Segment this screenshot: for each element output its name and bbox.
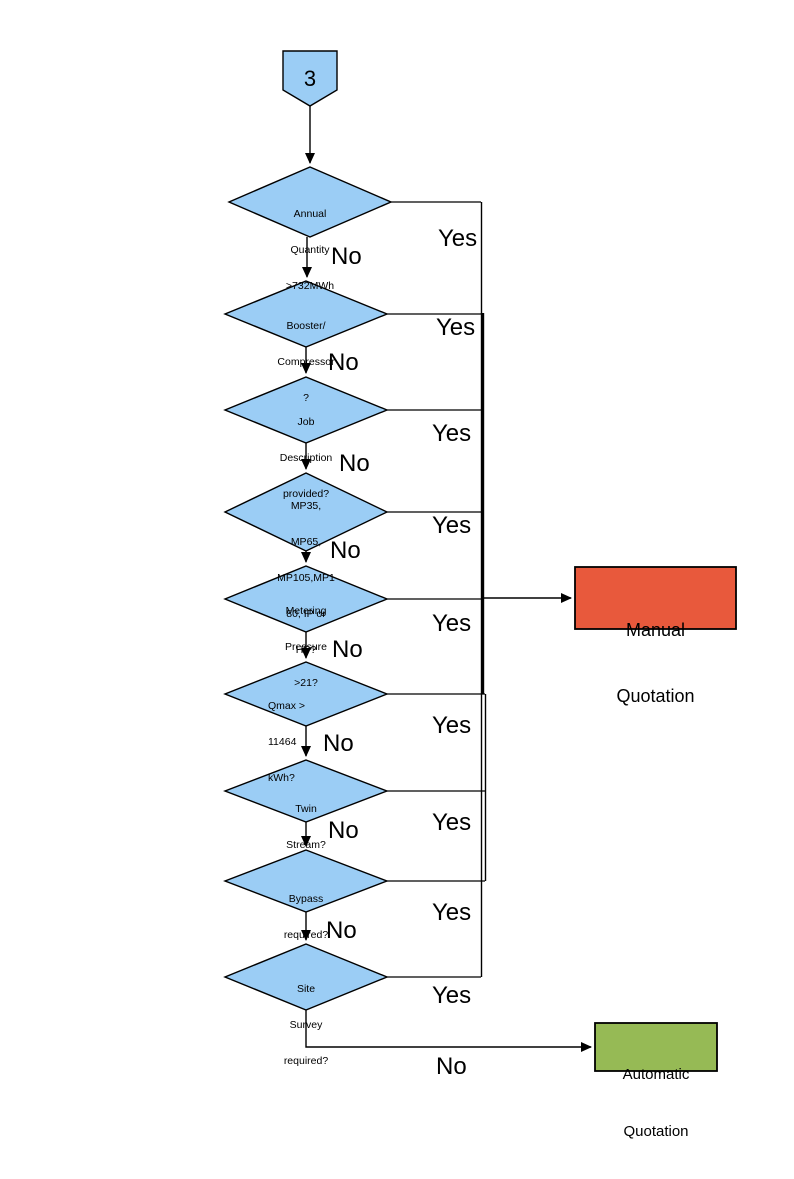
- decision-line: Qmax >: [268, 700, 306, 712]
- manual-quotation-shape: [574, 566, 737, 630]
- decision-bypass-label: Bypass required?: [226, 869, 386, 965]
- decision-twin-stream-label: Twin Stream?: [226, 779, 386, 875]
- decision-line: HP?: [295, 644, 317, 656]
- decision-line: Metering: [285, 605, 327, 617]
- edge-label-no-metertype: No: [330, 537, 361, 564]
- edge-label-yes-jobdesc: Yes: [432, 420, 472, 447]
- decision-line: provided?: [282, 488, 330, 500]
- edge-sitesurvey-no: [305, 1010, 592, 1052]
- decision-line: required?: [283, 1055, 329, 1067]
- edge-label-no-booster: No: [328, 349, 359, 376]
- manual-quotation-label: Manual Quotation: [575, 575, 736, 751]
- terminal-line: Automatic: [622, 1066, 690, 1083]
- terminal-line: Manual: [625, 620, 686, 640]
- edge-label-no-jobdesc: No: [339, 450, 370, 477]
- decision-line: Bypass: [288, 893, 324, 905]
- edge-label-no-qmax: No: [323, 730, 354, 757]
- edge-label-yes-twinstream: Yes: [432, 809, 472, 836]
- decision-line: Job: [297, 416, 315, 428]
- edge-label-no-annual: No: [331, 243, 362, 270]
- decision-job-description-label: Job Description provided?: [226, 392, 386, 524]
- edge-label-yes-qmax: Yes: [432, 712, 472, 739]
- decision-line: kWh?: [268, 772, 295, 784]
- decision-line: 80, IP or: [286, 608, 326, 620]
- decision-annual-quantity-label: Annual Quantity >732MWh: [230, 184, 390, 316]
- decision-line: Survey: [289, 1019, 323, 1031]
- decision-line: Booster/: [286, 320, 326, 332]
- decision-booster-compressor-label: Booster/ Compressor ?: [226, 296, 386, 428]
- edge-label-no-bypass: No: [326, 917, 357, 944]
- decision-line: Quantity: [290, 244, 330, 256]
- terminal-line: Quotation: [616, 686, 695, 706]
- decision-line: MP35,: [290, 500, 322, 512]
- decision-meter-type-label: MP35, MP65, MP105,MP1 80, IP or HP?: [226, 476, 386, 680]
- connector-3-shape: [282, 50, 338, 107]
- edge-label-yes-pressure: Yes: [432, 610, 472, 637]
- edge-label-yes-bypass: Yes: [432, 899, 472, 926]
- decision-line: >21?: [294, 677, 318, 689]
- decision-line: 11464: [268, 736, 297, 748]
- automatic-quotation-shape: [594, 1022, 718, 1072]
- decision-line: required?: [283, 929, 329, 941]
- decision-line: Stream?: [286, 839, 326, 851]
- decision-metering-pressure-label: Metering Pressure >21?: [226, 581, 386, 713]
- decision-line: Annual: [293, 208, 327, 220]
- decision-line: ?: [303, 392, 309, 404]
- decision-line: Compressor: [277, 356, 335, 368]
- edge-label-yes-metertype: Yes: [432, 512, 472, 539]
- decision-line: Pressure: [284, 641, 327, 653]
- decision-line: Site: [296, 983, 316, 995]
- decision-site-survey-label: Site Survey required?: [226, 959, 386, 1091]
- edge-label-no-sitesurvey: No: [436, 1053, 467, 1080]
- decision-line: Description: [279, 452, 333, 464]
- decision-annual-quantity-shape: [227, 166, 393, 238]
- decision-line: MP65,: [290, 536, 322, 548]
- edge-label-no-pressure: No: [332, 636, 363, 663]
- edge-label-no-twinstream: No: [328, 817, 359, 844]
- decision-line: Twin: [295, 803, 317, 815]
- connector-3-label: 3: [303, 66, 317, 91]
- edge-label-yes-sitesurvey: Yes: [432, 982, 472, 1009]
- terminal-line: Quotation: [623, 1123, 689, 1140]
- flowchart-graphics: [223, 50, 737, 1072]
- decision-line: >732MWh: [285, 280, 335, 292]
- edge-label-yes-booster: Yes: [436, 314, 476, 341]
- flowchart-canvas: 3 Annual Quantity >732MWh Booster/ Compr…: [223, 50, 737, 1140]
- decision-qmax-label: Qmax > 11464 kWh?: [268, 676, 428, 808]
- automatic-quotation-label: Automatic Quotation: [595, 1027, 717, 1179]
- edge-label-yes-annual: Yes: [438, 225, 478, 252]
- decision-line: MP105,MP1: [277, 572, 335, 584]
